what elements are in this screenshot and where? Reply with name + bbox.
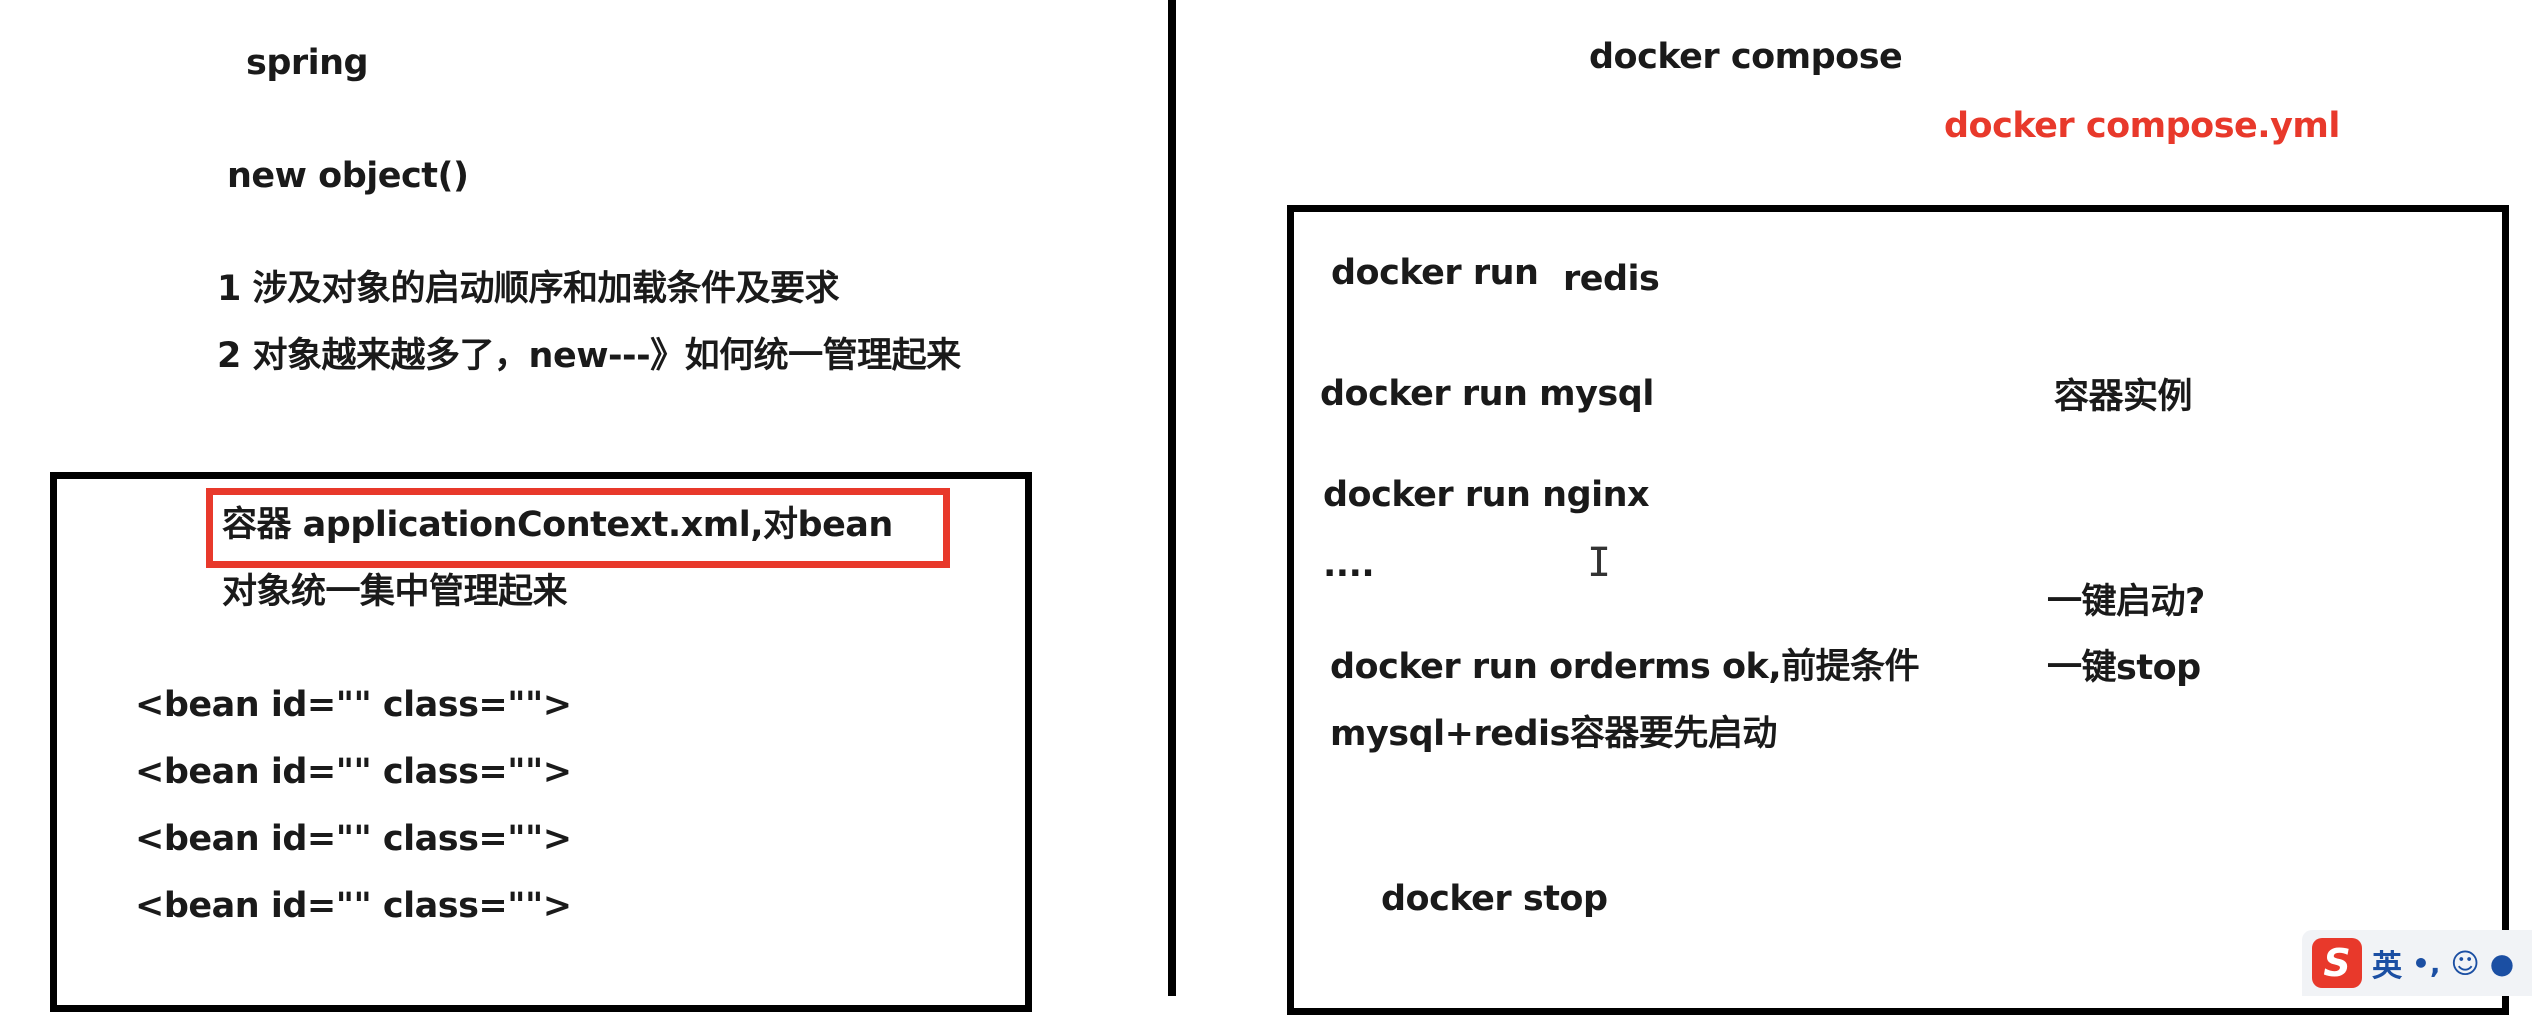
docker-stop: docker stop <box>1381 879 1608 919</box>
point-2: 2 对象越来越多了，new---》如何统一管理起来 <box>217 336 961 376</box>
highlight-box <box>206 488 950 568</box>
run-redis-arg: redis <box>1563 259 1660 299</box>
bean-line-3: <bean id="" class=""> <box>135 819 572 859</box>
bean-line-4: <bean id="" class=""> <box>135 886 572 926</box>
ime-toolbar[interactable]: S 英 •, ☺ ● <box>2302 930 2532 996</box>
text-cursor-icon: I <box>1587 540 1612 586</box>
one-key-stop-label: 一键stop <box>2047 648 2201 688</box>
run-orderms-note: mysql+redis容器要先启动 <box>1330 714 1777 754</box>
docker-compose-title: docker compose <box>1589 37 1903 77</box>
smiley-icon[interactable]: ☺ <box>2450 946 2480 980</box>
point-1: 1 涉及对象的启动顺序和加载条件及要求 <box>217 269 840 309</box>
run-mysql: docker run mysql <box>1320 374 1654 414</box>
ellipsis: .... <box>1323 545 1375 585</box>
ime-punct-toggle[interactable]: •, <box>2412 946 2441 980</box>
spring-title: spring <box>246 43 369 83</box>
run-redis-cmd: docker run <box>1331 253 1539 293</box>
container-line-2: 对象统一集中管理起来 <box>222 572 568 612</box>
divider-line <box>1168 0 1176 996</box>
ime-lang-toggle[interactable]: 英 <box>2372 949 2402 984</box>
container-highlight-text: 容器 applicationContext.xml,对bean <box>222 505 893 545</box>
container-instances-label: 容器实例 <box>2054 377 2193 417</box>
compose-file-label: docker compose.yml <box>1944 106 2340 146</box>
sogou-logo-icon[interactable]: S <box>2312 938 2362 988</box>
mic-icon[interactable]: ● <box>2489 946 2515 980</box>
new-object-label: new object() <box>227 156 469 196</box>
bean-line-1: <bean id="" class=""> <box>135 685 572 725</box>
one-key-start-label: 一键启动? <box>2047 582 2205 622</box>
bean-line-2: <bean id="" class=""> <box>135 752 572 792</box>
run-orderms: docker run orderms ok,前提条件 <box>1330 647 1920 687</box>
run-nginx: docker run nginx <box>1323 475 1650 515</box>
